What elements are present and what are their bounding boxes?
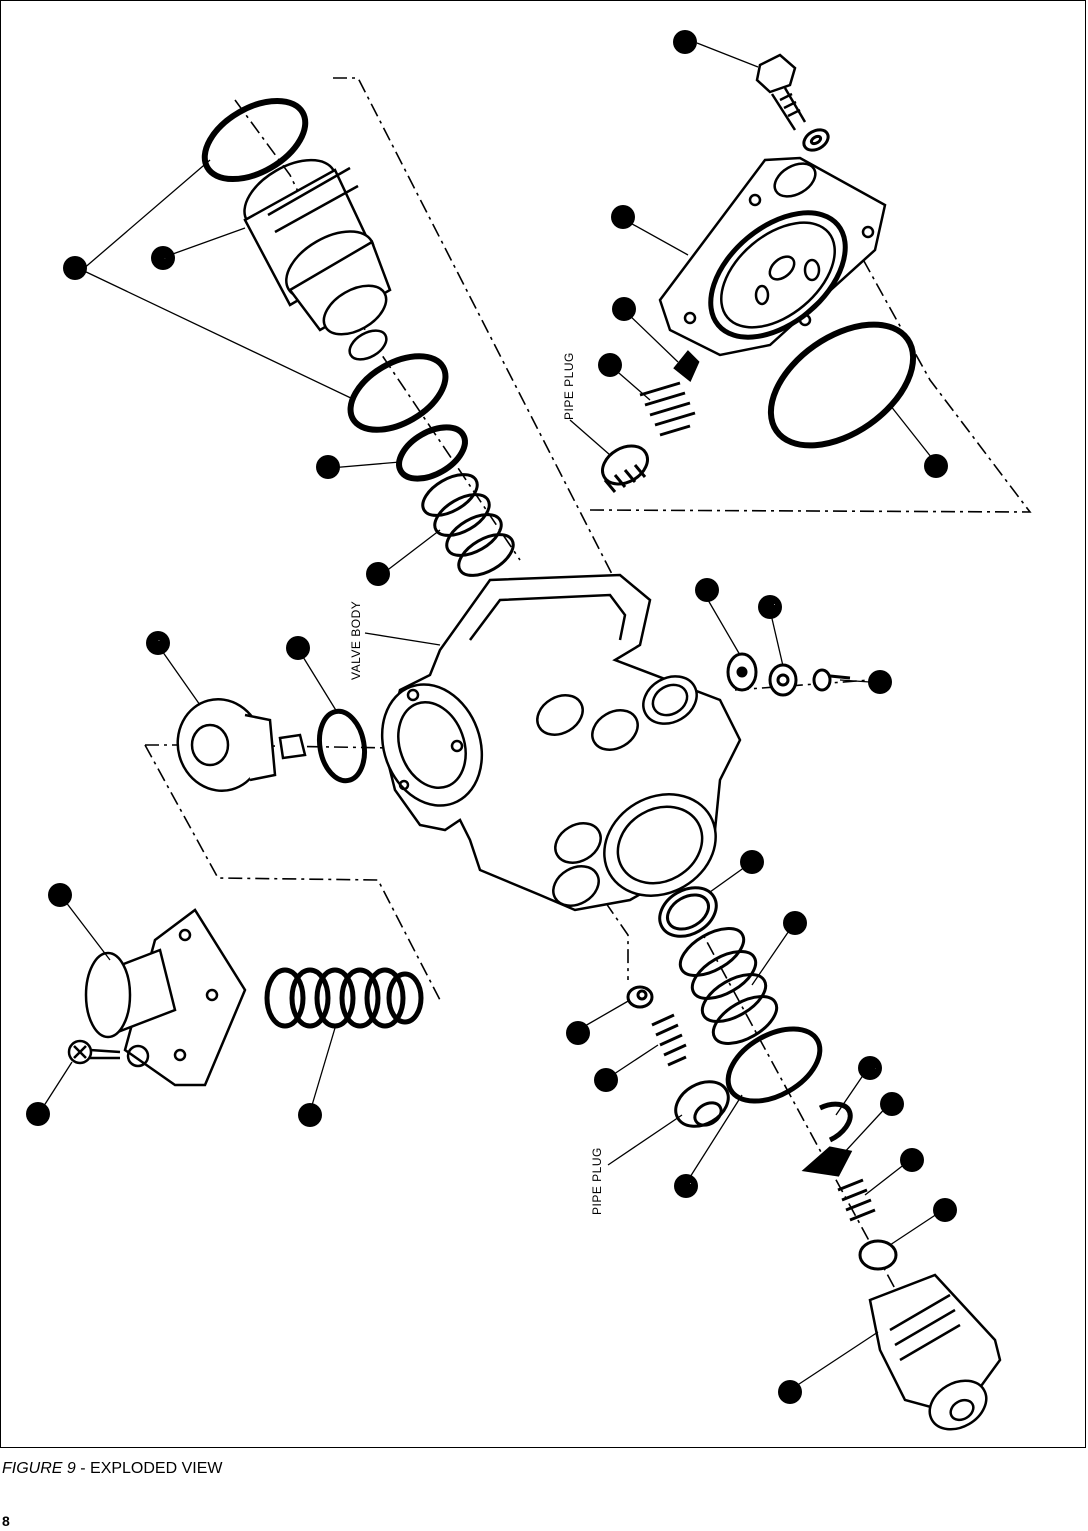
callout-8: 8 xyxy=(924,454,948,478)
callout-9-text: 9 xyxy=(159,251,166,266)
spring-17-lower xyxy=(651,1013,687,1067)
callout-17a: 17 xyxy=(598,353,622,377)
snap-ring-19 xyxy=(818,1101,853,1143)
plug-16 xyxy=(658,886,718,938)
callout-10: 10 xyxy=(366,562,390,586)
callout-18a-text: 18 xyxy=(617,302,631,317)
spring-21 xyxy=(837,1178,876,1222)
spring-15 xyxy=(678,927,779,1045)
callout-18a: 18 xyxy=(612,297,636,321)
callout-14: 14 xyxy=(674,1174,698,1198)
callout-8-text: 8 xyxy=(932,459,939,474)
spring-10 xyxy=(421,473,515,577)
disc-25 xyxy=(726,652,758,692)
o-ring-11-lower xyxy=(347,353,449,433)
valve-body xyxy=(380,573,742,912)
pipe-plug-label-bottom: PIPE PLUG xyxy=(590,1147,604,1215)
callout-3: 3 xyxy=(298,1103,322,1127)
callout-15-text: 15 xyxy=(788,916,802,931)
pipe-plug-upper xyxy=(601,444,649,493)
callout-20: 20 xyxy=(880,1092,904,1116)
callout-2-text: 2 xyxy=(56,888,63,903)
cartridge-9 xyxy=(243,158,392,361)
poppet-18-upper xyxy=(673,350,700,382)
callout-11-text: 11 xyxy=(68,261,82,276)
washer-6 xyxy=(802,128,830,152)
callouts: 11 9 12 10 4 5 6 7 18 17 8 25 24 23 2 1 … xyxy=(26,30,957,1404)
callout-17b: 17 xyxy=(594,1068,618,1092)
spring-17-upper xyxy=(639,381,696,437)
screw-23 xyxy=(812,668,851,692)
callout-7: 7 xyxy=(611,205,635,229)
callout-20-text: 20 xyxy=(885,1097,899,1112)
callout-19: 19 xyxy=(858,1056,882,1080)
callout-4: 4 xyxy=(146,631,170,655)
callout-14-text: 14 xyxy=(679,1179,694,1194)
callout-17b-text: 17 xyxy=(599,1073,613,1088)
o-ring-5 xyxy=(316,708,368,784)
page-number: 8 xyxy=(2,1513,10,1529)
callout-23-text: 23 xyxy=(873,675,887,690)
callout-9: 9 xyxy=(151,246,175,270)
cover-7 xyxy=(658,156,887,357)
callout-1-text: 1 xyxy=(34,1107,41,1122)
o-ring-8 xyxy=(767,321,917,449)
callout-15: 15 xyxy=(783,911,807,935)
callout-12-text: 12 xyxy=(321,460,335,475)
figure-caption-title: - EXPLODED VIEW xyxy=(75,1460,223,1477)
callout-3-text: 3 xyxy=(306,1108,313,1123)
nut-24 xyxy=(768,663,798,697)
retainer-20 xyxy=(801,1146,853,1177)
callout-22-text: 22 xyxy=(938,1203,952,1218)
callout-1: 1 xyxy=(26,1102,50,1126)
callout-18b: 18 xyxy=(566,1021,590,1045)
ring-12 xyxy=(396,424,468,482)
callout-25-text: 25 xyxy=(700,583,714,598)
callout-11: 11 xyxy=(63,256,87,280)
callout-2: 2 xyxy=(48,883,72,907)
fitting-13 xyxy=(868,1273,1002,1431)
figure-caption: FIGURE 9 - EXPLODED VIEW xyxy=(2,1460,223,1478)
bolt-6 xyxy=(755,53,807,131)
housing-2 xyxy=(84,908,247,1087)
callout-23: 23 xyxy=(868,670,892,694)
callout-21: 21 xyxy=(900,1148,924,1172)
callout-6: 6 xyxy=(673,30,697,54)
callout-13: 13 xyxy=(778,1380,802,1404)
figure-caption-number: FIGURE 9 xyxy=(2,1460,76,1477)
cap-4 xyxy=(176,698,307,792)
callout-7-text: 7 xyxy=(619,210,626,225)
callout-24: 24 xyxy=(758,595,782,619)
leader-lines xyxy=(39,42,944,1391)
callout-16: 16 xyxy=(740,850,764,874)
o-ring-14 xyxy=(725,1026,823,1104)
callout-4-text: 4 xyxy=(154,636,162,651)
callout-17a-text: 17 xyxy=(603,358,617,373)
callout-24-text: 24 xyxy=(763,600,778,615)
callout-5-text: 5 xyxy=(294,641,301,656)
o-ring-11-top xyxy=(201,97,309,183)
screw-1 xyxy=(67,1039,150,1068)
valve-body-label: VALVE BODY xyxy=(349,601,363,680)
spring-3 xyxy=(264,967,424,1029)
callout-21-text: 21 xyxy=(905,1153,919,1168)
callout-25: 25 xyxy=(695,578,719,602)
callout-13-text: 13 xyxy=(783,1385,797,1400)
pipe-plug-label-top: PIPE PLUG xyxy=(562,352,576,420)
poppet-18-lower xyxy=(626,985,654,1009)
callout-12: 12 xyxy=(316,455,340,479)
exploded-view-diagram: 11 9 12 10 4 5 6 7 18 17 8 25 24 23 2 1 … xyxy=(26,30,1032,1431)
callout-16-text: 16 xyxy=(745,855,759,870)
callout-19-text: 19 xyxy=(863,1061,877,1076)
callout-18b-text: 18 xyxy=(571,1026,585,1041)
callout-10-text: 10 xyxy=(371,567,385,582)
callout-5: 5 xyxy=(286,636,310,660)
callout-22: 22 xyxy=(933,1198,957,1222)
callout-6-text: 6 xyxy=(681,35,688,50)
poppet-22 xyxy=(858,1239,898,1271)
